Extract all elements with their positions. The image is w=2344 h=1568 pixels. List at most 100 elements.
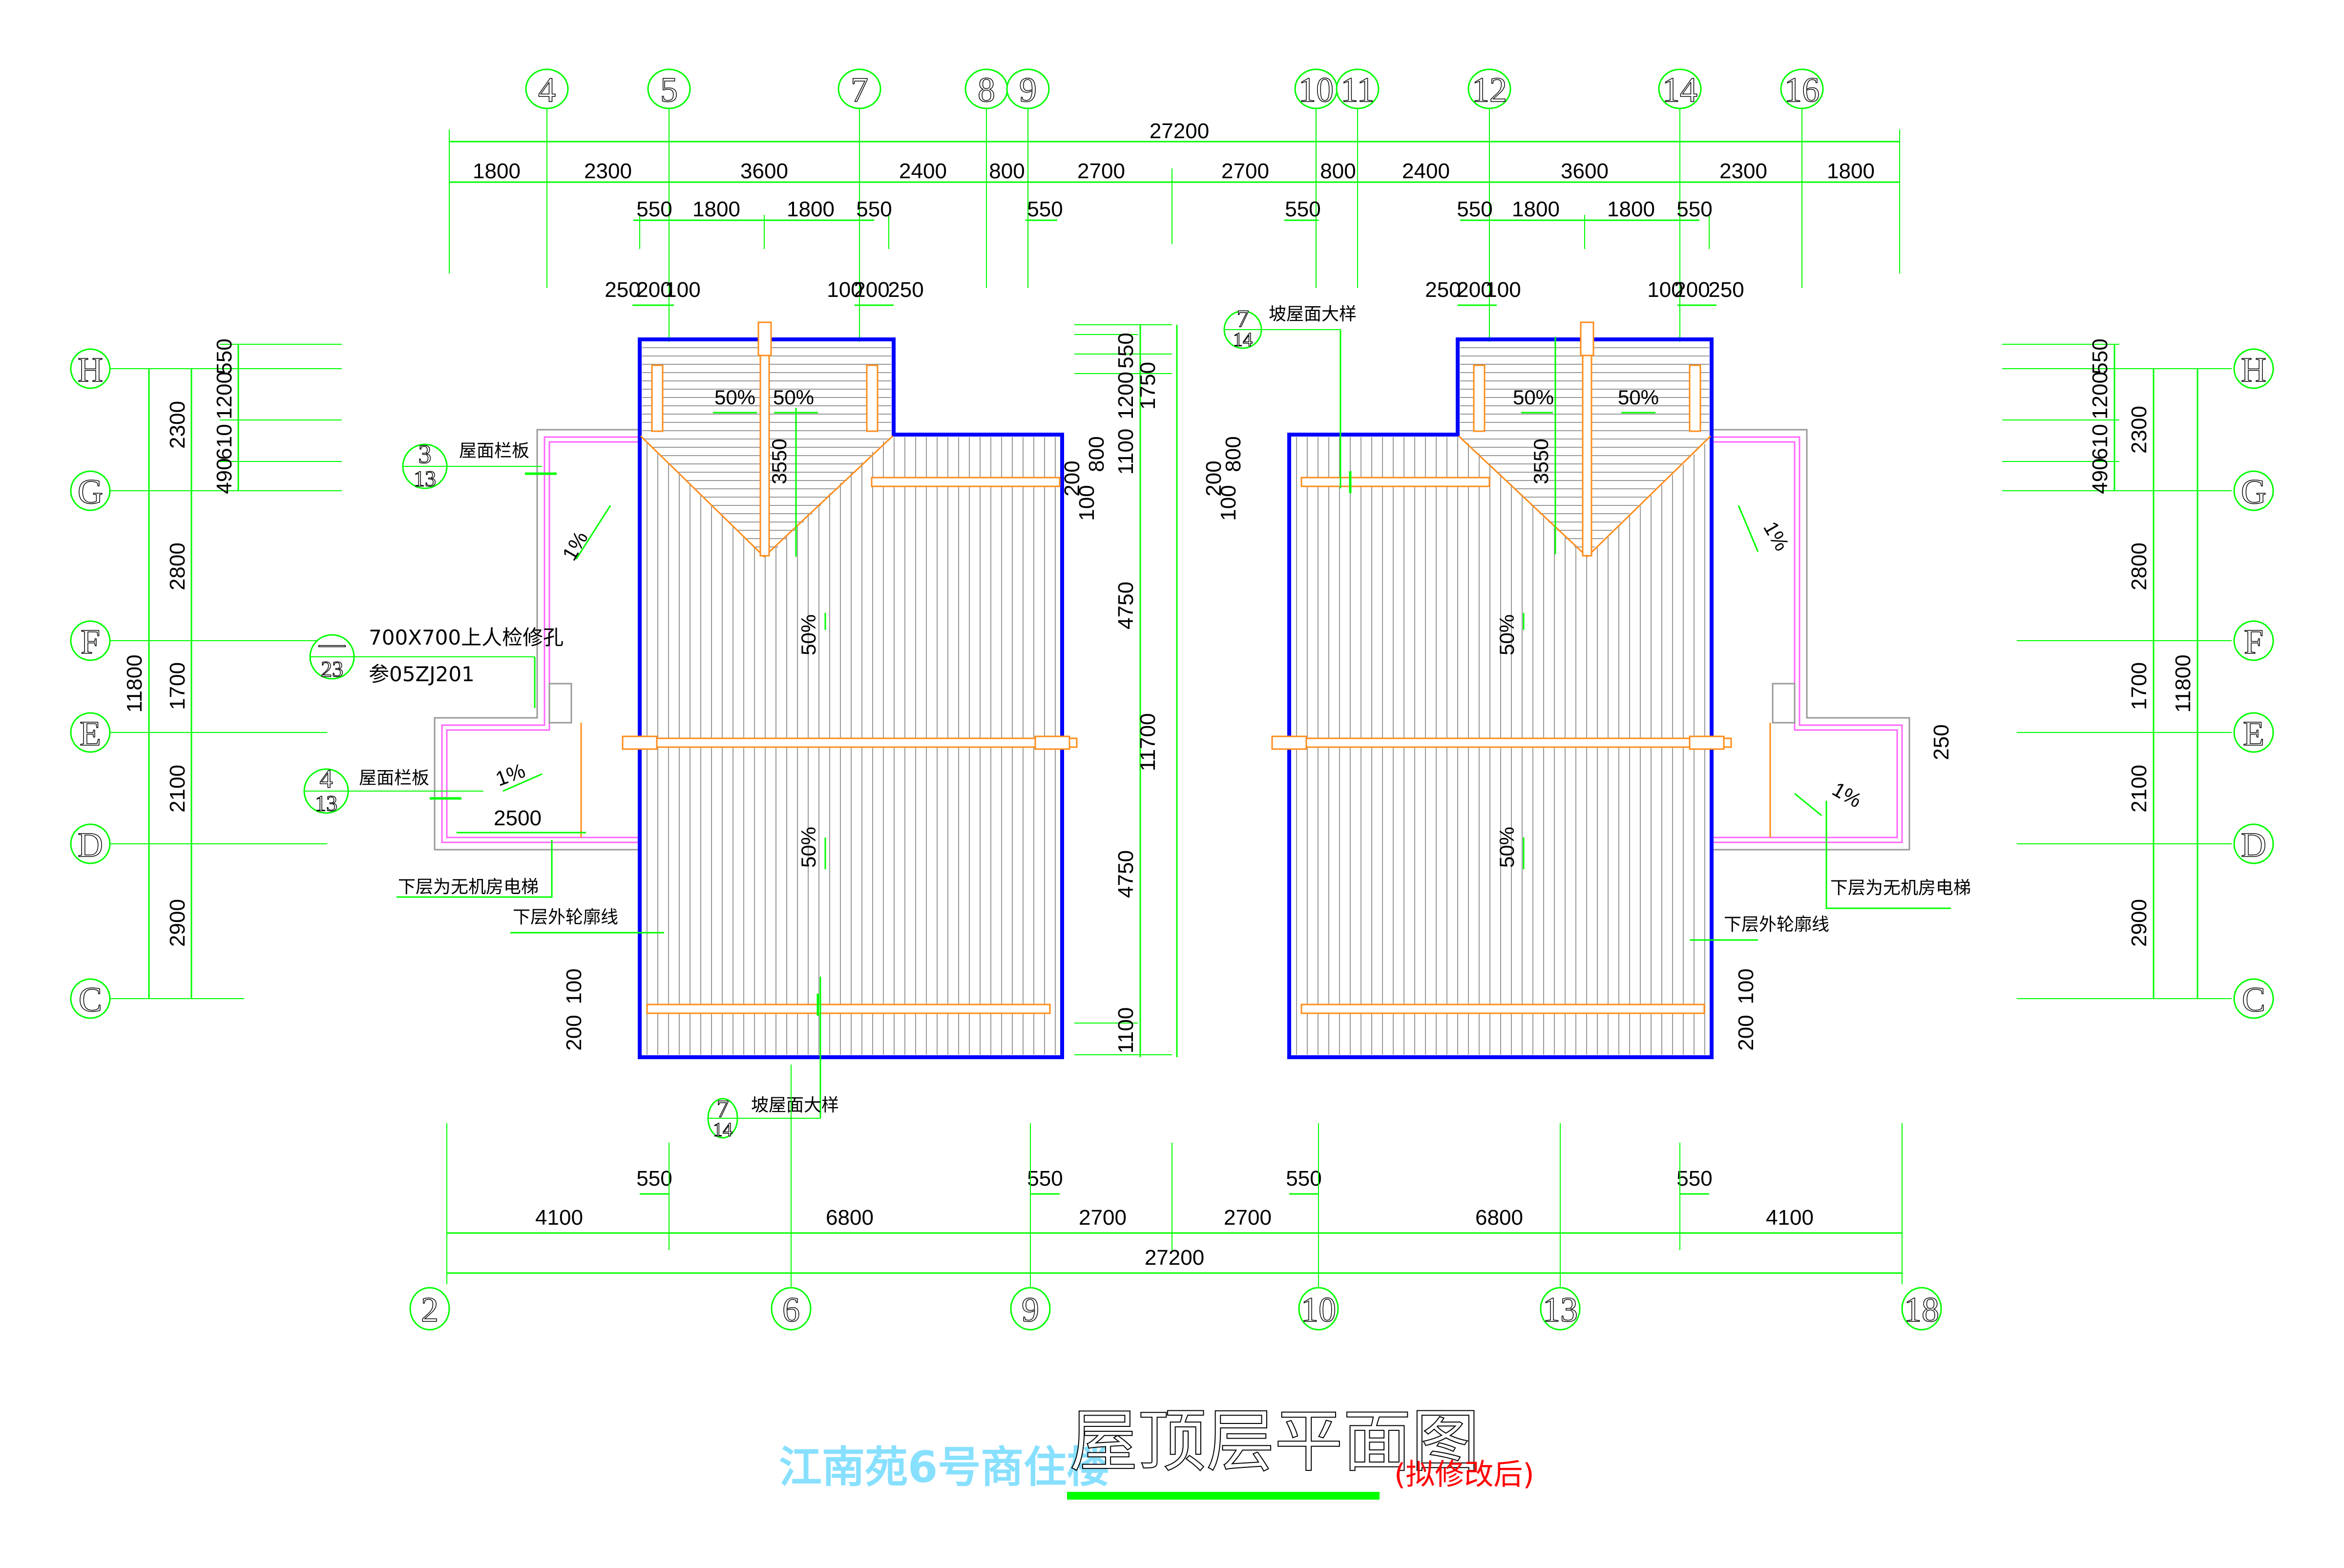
dim-label: 1200	[1114, 372, 1138, 419]
dim-label: 4750	[1114, 850, 1138, 898]
dim-label: 4100	[1766, 1206, 1814, 1230]
right-building-roof: 50% 50% 3550 50% 50% 1% 1%	[1271, 321, 1910, 1059]
axis-bubble-10: 10	[1294, 68, 1338, 288]
callout-outline-left: 下层外轮廓线	[510, 907, 664, 934]
axis-bubble-F: F	[70, 620, 111, 662]
axis-label: G	[2241, 472, 2266, 511]
dim-label: 4750	[1114, 582, 1138, 629]
dim-label: 550	[212, 338, 236, 374]
callout-label: 下层外轮廓线	[513, 907, 618, 927]
dim-label: 1700	[2127, 662, 2151, 710]
ridge-height-label: 3550	[768, 439, 791, 484]
drawing-status: (拟修改后)	[1394, 1458, 1534, 1492]
axis-label: 13	[1543, 1290, 1578, 1329]
dim-label: 250	[1425, 278, 1461, 302]
axis-bubble-C-right: C	[2233, 978, 2274, 1020]
callout-sheet: 13	[315, 791, 337, 816]
dim-label: 200	[636, 278, 672, 302]
axis-bubble-9: 9	[1006, 68, 1050, 288]
callout-slope-detail-right: 7 14 坡屋面大样	[1223, 304, 1357, 493]
dim-label: 250	[605, 278, 640, 302]
dim-label: 100	[1075, 485, 1099, 521]
dim-label: 100	[1734, 968, 1758, 1004]
dim-label: 2300	[2127, 406, 2151, 454]
gutter	[1689, 364, 1701, 432]
axis-bubble-16: 16	[1780, 68, 1824, 288]
dim-label: 550	[1676, 1167, 1712, 1191]
axis-label: 7	[851, 70, 868, 109]
axis-label: E	[2243, 714, 2264, 753]
callout-number: 4	[320, 764, 333, 794]
gutter-end	[1271, 735, 1307, 750]
axis-label: C	[79, 980, 102, 1019]
roof-outline	[638, 337, 1064, 1059]
dim-label: 550	[636, 1167, 672, 1191]
callout-elevator-left: 下层为无机房电梯	[397, 840, 553, 898]
axis-bubble-12: 12	[1467, 68, 1511, 342]
callout-number: 7	[1237, 305, 1249, 332]
callout-elevator-right: 下层为无机房电梯	[1825, 801, 1971, 909]
dim-label: 2400	[899, 159, 947, 183]
gutter-end	[622, 735, 658, 750]
dim-label: 200	[1457, 278, 1492, 302]
callout-outline-right: 下层外轮廓线	[1690, 915, 1829, 941]
dim-label: 550	[636, 197, 672, 221]
dim-label: 550	[1114, 333, 1138, 368]
dim-label: 1100	[1114, 1007, 1138, 1054]
slope-label: 50%	[773, 386, 814, 409]
slope-label: 1%	[1828, 777, 1865, 812]
callout-number: —	[318, 629, 346, 658]
top-dimensions: 27200 1800 2300 3600 2400 800 2700 2700 …	[449, 119, 1900, 306]
dim-label: 1200	[212, 372, 236, 419]
left-axis-grid: H G F E D C 11800 2300 2800 1700 2100 29…	[70, 338, 586, 1051]
dim-label: 250	[1929, 724, 1953, 760]
axis-label: 6	[782, 1290, 800, 1329]
dim-label: 200	[854, 278, 889, 302]
bottom-axis-grid: 2 6 9 10 13 18	[409, 1065, 1942, 1331]
hatch-opening	[548, 683, 572, 724]
dim-label: 2700	[1224, 1206, 1272, 1230]
dim-label: 1200	[2088, 372, 2112, 419]
axis-bubble-2: 2	[409, 1123, 450, 1331]
ridge-cap	[757, 321, 772, 356]
axis-label: F	[2244, 622, 2263, 661]
dim-label: 250	[1708, 278, 1744, 302]
axis-label: H	[78, 350, 103, 389]
dim-label: 100	[1216, 485, 1240, 521]
callout-rail-lower: 4 13 屋面栏板	[303, 764, 483, 816]
dim-label: 250	[888, 278, 923, 302]
axis-bubble-H-right: H	[2233, 348, 2274, 390]
callout-number: 7	[717, 1095, 729, 1122]
dim-label: 4100	[535, 1206, 583, 1230]
axis-bubble-G-right: G	[2233, 470, 2274, 512]
slope-label: 50%	[714, 386, 755, 409]
slope-label: 1%	[492, 759, 528, 791]
callout-hatch: — 23 700X700上人检修孔 参05ZJ201	[309, 626, 564, 708]
axis-label: C	[2242, 980, 2265, 1019]
dim-label: 550	[1676, 197, 1712, 221]
axis-bubble-7: 7	[837, 68, 881, 342]
axis-bubble-E-right: E	[2233, 712, 2274, 753]
axis-bubble-4: 4	[525, 68, 569, 288]
axis-bubble-6: 6	[771, 1065, 812, 1331]
dim-label: 550	[1027, 197, 1063, 221]
axis-label: D	[2241, 825, 2266, 864]
axis-bubble-E: E	[70, 712, 111, 753]
axis-label: D	[78, 825, 103, 864]
dim-label: 550	[1286, 1167, 1321, 1191]
dim-label: 800	[1320, 159, 1356, 183]
axis-bubble-F-right: F	[2233, 620, 2274, 662]
gutter	[622, 737, 1078, 748]
gutter-end	[1034, 735, 1070, 750]
callout-label: 700X700上人检修孔	[369, 626, 564, 649]
elevator-width-dim: 2500	[494, 806, 542, 830]
axis-bubble-14: 14	[1658, 68, 1702, 342]
axis-bubble-8: 8	[964, 68, 1008, 288]
dim-label: 490	[2088, 458, 2112, 494]
dim-label: 1800	[1607, 197, 1655, 221]
dim-label: 800	[1221, 436, 1245, 472]
dim-label: 490	[212, 458, 236, 494]
project-title: 江南苑6号商住楼	[779, 1442, 1109, 1492]
axis-label: E	[80, 714, 101, 753]
dim-label: 1800	[1512, 197, 1560, 221]
